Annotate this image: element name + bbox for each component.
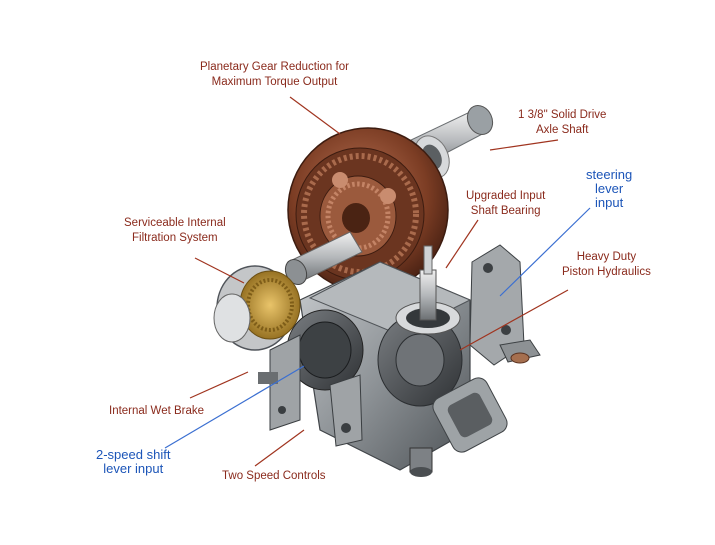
label-shift-lever-input: 2-speed shift lever input xyxy=(96,447,171,476)
input-shaft-bearing xyxy=(395,245,461,335)
label-axle-shaft: 1 3/8" Solid Drive Axle Shaft xyxy=(518,109,607,136)
leader-lines xyxy=(164,96,591,467)
label-input-shaft-bearing: Upgraded Input Shaft Bearing xyxy=(466,190,546,217)
steering-lever-bracket xyxy=(469,244,541,366)
label-steering-lever-input: steering lever input xyxy=(586,167,633,210)
label-filtration-system: Serviceable Internal Filtration System xyxy=(124,217,226,244)
filter-cartridge xyxy=(213,265,301,351)
label-planetary-gear: Planetary Gear Reduction for Maximum Tor… xyxy=(200,61,349,88)
two-speed-control-module xyxy=(258,309,364,447)
label-two-speed-controls: Two Speed Controls xyxy=(222,470,326,482)
label-wet-brake: Internal Wet Brake xyxy=(109,405,205,417)
label-piston-hydraulics: Heavy Duty Piston Hydraulics xyxy=(562,251,651,278)
